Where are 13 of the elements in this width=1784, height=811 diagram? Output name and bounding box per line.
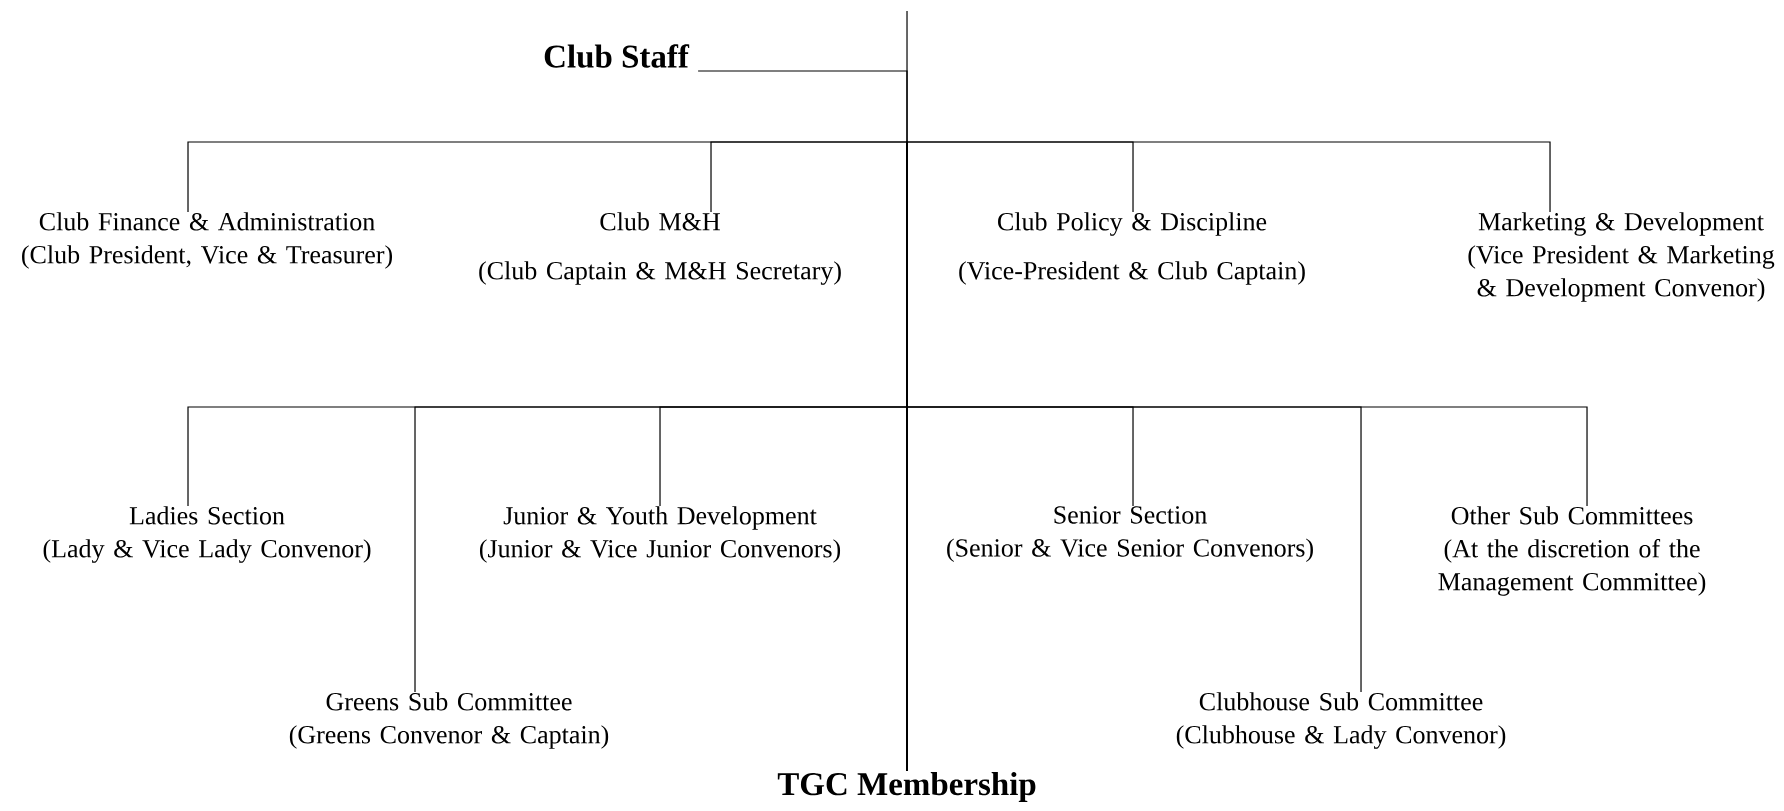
committee-label: Clubhouse Sub Committee (Clubhouse & Lady Convenor) xyxy=(1176,692,1506,749)
heading-text: Club Staff xyxy=(544,44,690,68)
committee-label: Greens Sub Committee (Greens Convenor & Captain) xyxy=(289,692,609,749)
heading-text: TGC Membership xyxy=(777,772,1036,802)
connector-line xyxy=(906,406,1362,772)
committee-label: Senior Section (Senior & Vice Senior Convenors) xyxy=(947,506,1313,562)
committee-label: Junior & Youth Development (Junior & Vice Junior Convenors) xyxy=(479,506,841,563)
committee-label: Club M&H (Club Captain & M&H Secretary) xyxy=(479,212,841,285)
committee-label: Ladies Section (Lady & Vice Lady Convenor) xyxy=(43,506,371,563)
committee-label: Marketing & Development (Vice President & Marketing & Development Convenor) xyxy=(1468,212,1775,302)
committee-label: Club Policy & Discipline (Vice-President & Club Captain) xyxy=(959,212,1305,285)
committee-label: Other Sub Committees (At the discretion of the Management Committee) xyxy=(1438,506,1706,596)
committee-label: Club Finance & Administration (Club President, Vice & Treasurer) xyxy=(22,212,392,269)
